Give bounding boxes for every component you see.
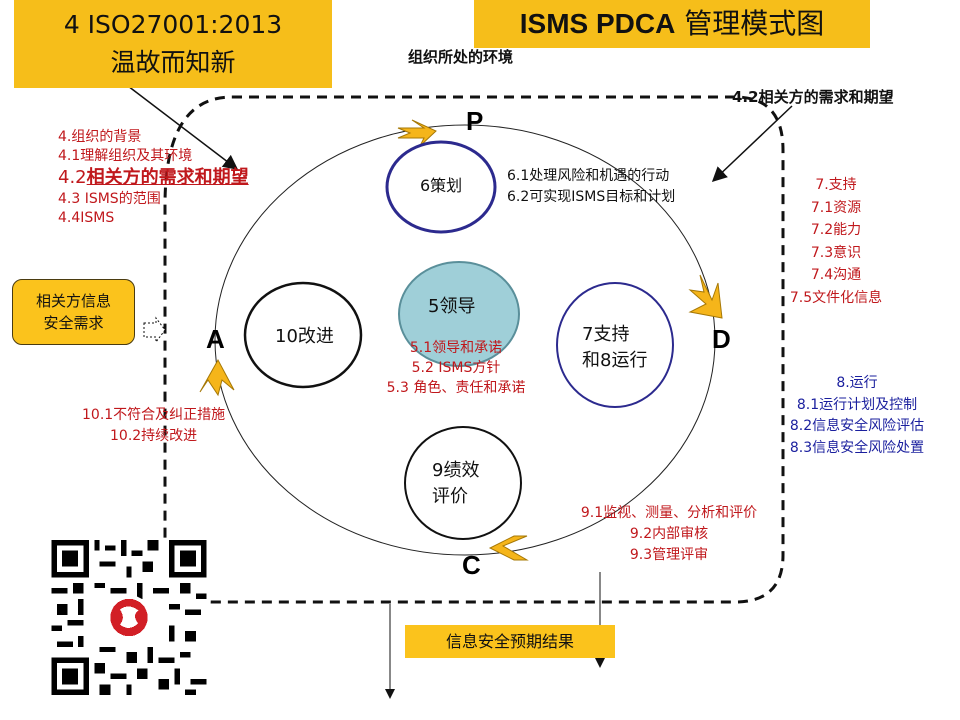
evaluate-item-1: 9.2内部审核 xyxy=(629,526,709,542)
improve-item-1: 10.2持续改进 xyxy=(110,428,198,444)
context-list: 4.组织的背景 4.1理解组织及其环境 4.2相关方的需求和期望 4.3 ISM… xyxy=(58,128,249,228)
chevron-arrow-left xyxy=(199,358,235,397)
context-item-1: 4.1理解组织及其环境 xyxy=(58,148,193,164)
leadership-item-2: 5.3 角色、责任和承诺 xyxy=(386,380,526,396)
side-input-arrow xyxy=(143,316,166,344)
support-item-1: 7.1资源 xyxy=(810,199,862,216)
support-circle-label: 7支持 和8运行 xyxy=(582,322,647,374)
title-left-box: 4 ISO27001:2013 温故而知新 xyxy=(14,0,332,88)
title-right-box: ISMS PDCA 管理模式图 xyxy=(474,0,870,48)
context-item-2-emphasis: 4.2相关方的需求和期望 xyxy=(58,166,249,190)
expected-result-box: 信息安全预期结果 xyxy=(405,625,615,658)
operation-item-2: 8.2信息安全风险评估 xyxy=(789,418,925,434)
letter-d: D xyxy=(712,324,731,354)
evaluate-item-2: 9.3管理评审 xyxy=(629,547,709,563)
improve-item-0: 10.1不符合及纠正措施 xyxy=(82,407,226,423)
evaluate-circle-label: 9绩效 评价 xyxy=(432,458,479,510)
title-pointer-arrow xyxy=(127,85,239,170)
support-item-2: 7.2能力 xyxy=(810,222,862,238)
letter-a: A xyxy=(206,324,225,354)
context-label: 组织所处的环境 xyxy=(408,48,514,66)
plan-circle xyxy=(385,140,497,234)
planning-item-0: 6.1处理风险和机遇的行动 xyxy=(507,168,670,184)
planning-item-1: 6.2可实现ISMS目标和计划 xyxy=(507,189,676,205)
support-item-3: 7.3意识 xyxy=(810,244,862,261)
context-item-2-prefix: 4.2 xyxy=(58,167,87,188)
support-circle xyxy=(556,282,674,408)
leadership-item-0: 5.1领导和承诺 xyxy=(409,340,503,356)
title-right-bold: ISMS PDCA xyxy=(519,8,676,39)
chevron-arrow-bottom xyxy=(488,535,529,561)
evaluate-item-0: 9.1监视、测量、分析和评价 xyxy=(580,505,758,521)
planning-list: 6.1处理风险和机遇的行动 6.2可实现ISMS目标和计划 xyxy=(507,166,675,208)
letter-c: C xyxy=(462,550,481,580)
title-left-line2: 温故而知新 xyxy=(110,48,236,77)
side-box-line2: 安全需求 xyxy=(43,314,104,332)
leadership-item-1: 5.2 ISMS方针 xyxy=(411,360,501,376)
evaluate-circle-line2: 评价 xyxy=(432,486,468,507)
interested-parties-arrow xyxy=(711,105,793,183)
operation-item-0: 8.运行 xyxy=(836,375,878,391)
context-item-2-text: 相关方的需求和期望 xyxy=(86,167,249,188)
support-item-4: 7.4沟通 xyxy=(810,267,862,283)
support-item-0: 7.支持 xyxy=(815,177,857,193)
operation-list: 8.运行 8.1运行计划及控制 8.2信息安全风险评估 8.3信息安全风险处置 xyxy=(764,373,950,459)
title-left-line1: 4 ISO27001:2013 xyxy=(63,10,283,39)
interested-parties-box: 相关方信息 安全需求 xyxy=(12,279,135,345)
improve-circle xyxy=(243,281,363,389)
leadership-circle-label: 5领导 xyxy=(428,296,476,317)
side-box-line1: 相关方信息 xyxy=(35,292,111,310)
support-circle-line1: 7支持 xyxy=(582,324,630,345)
evaluate-circle xyxy=(404,426,522,540)
evaluate-circle-line1: 9绩效 xyxy=(432,460,480,481)
plan-circle-label: 6策划 xyxy=(420,176,463,195)
context-item-4: 4.4ISMS xyxy=(58,210,115,226)
qr-code-image xyxy=(51,540,207,695)
context-item-3: 4.3 ISMS的范围 xyxy=(58,191,161,207)
chevron-arrow-right xyxy=(688,274,723,319)
pdca-cycle-ring xyxy=(214,124,716,556)
title-right-rest: 管理模式图 xyxy=(675,7,825,40)
leadership-circle xyxy=(398,261,520,367)
context-item-0: 4.组织的背景 xyxy=(58,129,142,145)
environment-boundary xyxy=(163,95,785,604)
operation-item-3: 8.3信息安全风险处置 xyxy=(789,439,925,456)
improve-list: 10.1不符合及纠正措施 10.2持续改进 xyxy=(82,405,225,447)
interested-parties-label: 4.2相关方的需求和期望 xyxy=(732,88,894,106)
support-item-5: 7.5文件化信息 xyxy=(789,289,883,306)
improve-circle-label: 10改进 xyxy=(275,326,334,347)
support-circle-line2: 和8运行 xyxy=(582,350,648,371)
letter-p: P xyxy=(466,106,484,136)
evaluate-list: 9.1监视、测量、分析和评价 9.2内部审核 9.3管理评审 xyxy=(549,503,789,566)
leadership-list: 5.1领导和承诺 5.2 ISMS方针 5.3 角色、责任和承诺 xyxy=(358,338,554,398)
operation-item-1: 8.1运行计划及控制 xyxy=(796,396,918,413)
support-list: 7.支持 7.1资源 7.2能力 7.3意识 7.4沟通 7.5文件化信息 xyxy=(776,174,896,309)
